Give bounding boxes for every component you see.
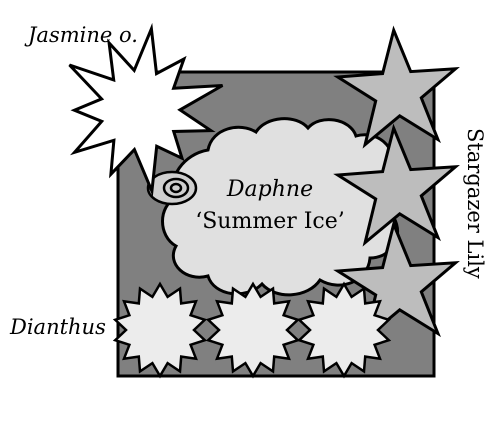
label-stargazer-lily: Stargazer Lily [463, 128, 487, 279]
stargazer-star-icon [333, 219, 460, 343]
label-daphne-cultivar: ‘Summer Ice’ [195, 209, 345, 234]
stargazer-star-icon [333, 25, 460, 149]
daphne-cloud-icon [161, 117, 408, 297]
label-dianthus: Dianthus [9, 315, 106, 339]
daphne-eye-icon [146, 170, 198, 206]
dianthus-burst-icon [205, 281, 301, 379]
dianthus-bursts [112, 281, 392, 379]
stargazer-star-icon [333, 123, 460, 247]
label-jasmine: Jasmine o. [24, 23, 138, 47]
stargazer-lily-stars [333, 25, 460, 343]
dianthus-burst-icon [112, 281, 208, 379]
jasmine-starburst-icon [68, 22, 224, 198]
dianthus-burst-icon [296, 281, 392, 379]
label-daphne: Daphne [226, 177, 313, 202]
